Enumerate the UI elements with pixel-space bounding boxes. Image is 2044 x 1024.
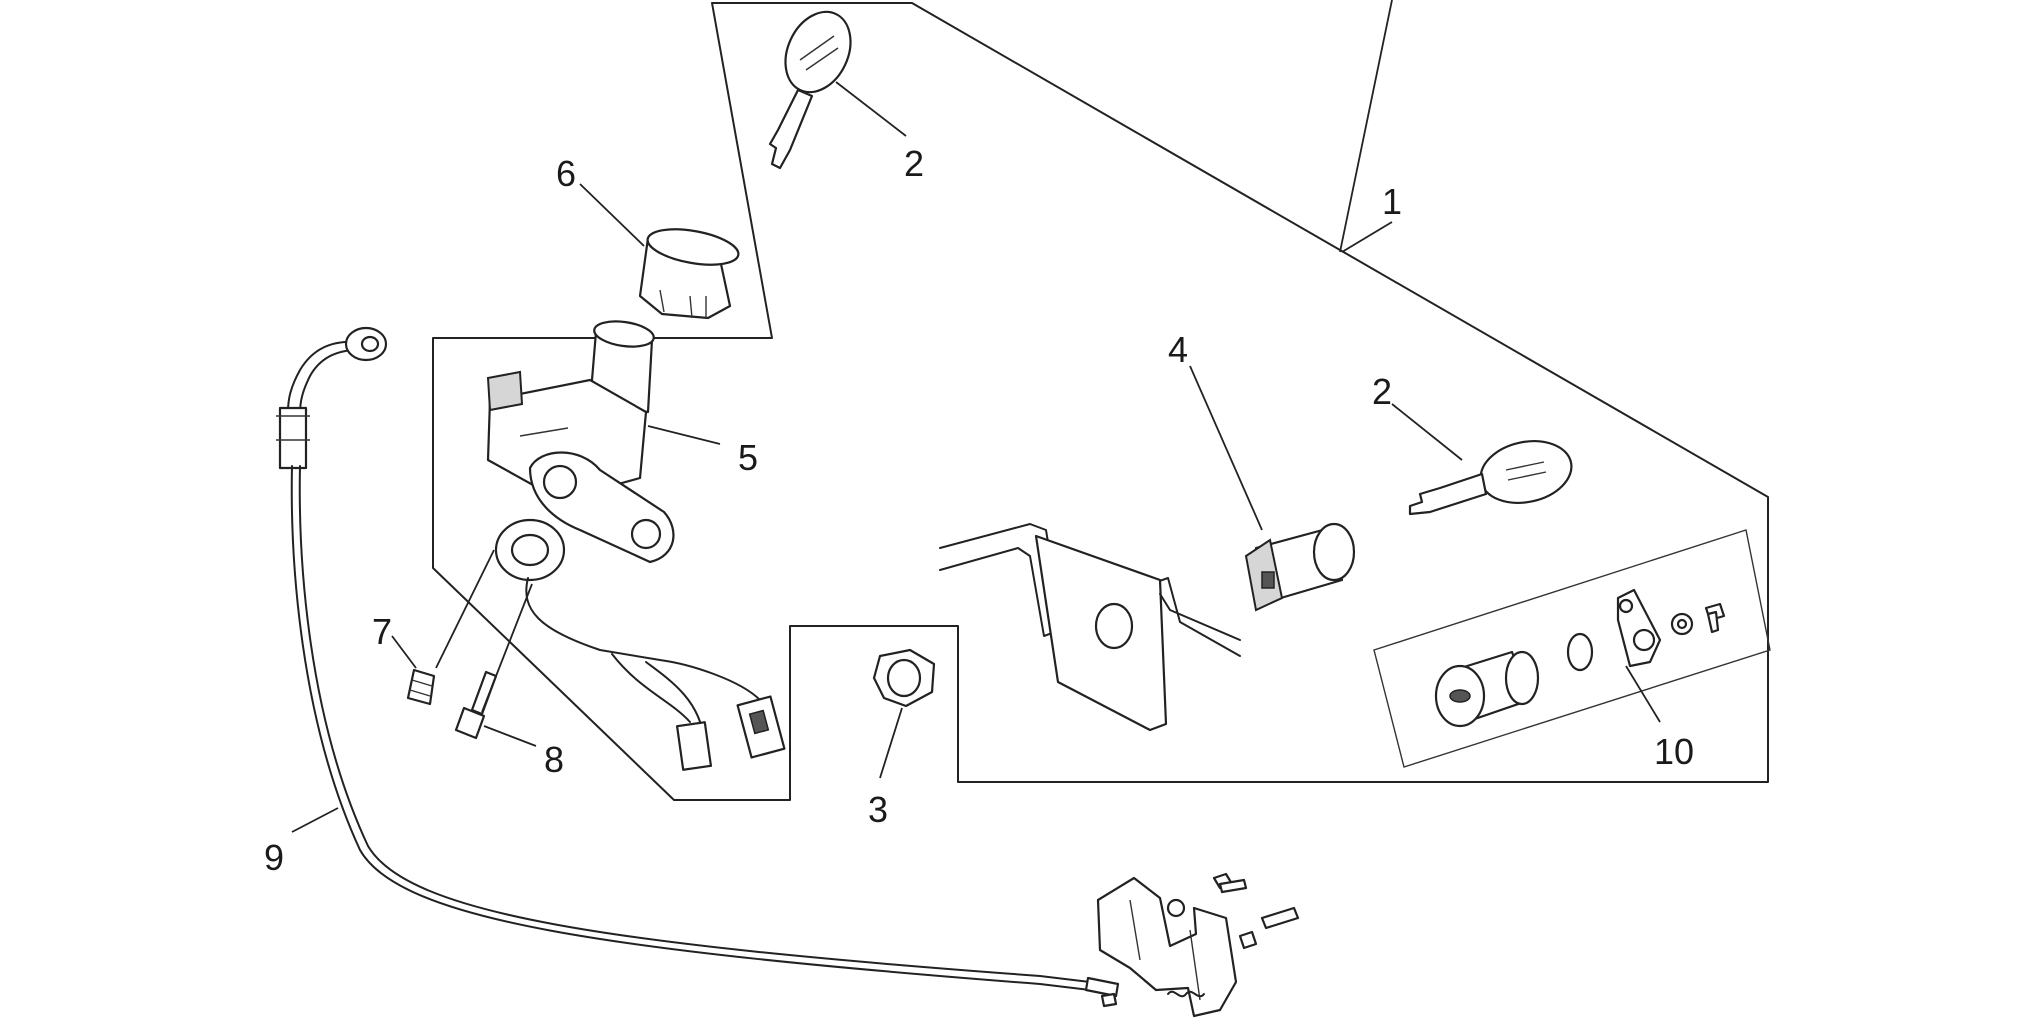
bushing-cap bbox=[638, 228, 740, 320]
lock-subkit bbox=[1434, 588, 1726, 728]
kit-boundary-outline bbox=[432, 2, 1769, 801]
release-cable bbox=[276, 326, 1120, 998]
ignition-switch bbox=[486, 320, 786, 771]
leader-6 bbox=[579, 183, 645, 247]
leader-2-right bbox=[1391, 403, 1463, 461]
callout-10: 10 bbox=[1654, 731, 1694, 772]
leader-8 bbox=[481, 583, 537, 747]
callout-2-top: 2 bbox=[904, 143, 924, 184]
leader-1 bbox=[1341, 221, 1393, 253]
nut-ring bbox=[872, 648, 936, 708]
callout-9: 9 bbox=[264, 837, 284, 878]
leader-3 bbox=[879, 707, 903, 779]
leader-10 bbox=[1625, 665, 1661, 723]
key-right bbox=[1408, 440, 1573, 516]
callout-5: 5 bbox=[738, 437, 758, 478]
callout-2-right: 2 bbox=[1372, 371, 1392, 412]
callout-4: 4 bbox=[1168, 329, 1188, 370]
leader-9 bbox=[291, 807, 339, 833]
callout-1: 1 bbox=[1382, 181, 1402, 222]
key-top bbox=[768, 10, 852, 170]
leader-7 bbox=[391, 549, 495, 669]
latch-mechanism bbox=[1096, 872, 1300, 1018]
callout-8: 8 bbox=[544, 739, 564, 780]
callout-3: 3 bbox=[868, 789, 888, 830]
subkit-boundary-outline bbox=[1373, 529, 1771, 768]
callout-7: 7 bbox=[372, 611, 392, 652]
leader-2-top bbox=[835, 81, 907, 137]
bracket-panel bbox=[939, 523, 1241, 732]
leader-5 bbox=[647, 425, 721, 445]
lock-cylinder bbox=[1244, 522, 1356, 612]
callout-6: 6 bbox=[556, 153, 576, 194]
leader-1 bbox=[1339, 0, 1393, 253]
leader-4 bbox=[1189, 365, 1263, 531]
pin bbox=[406, 668, 436, 706]
